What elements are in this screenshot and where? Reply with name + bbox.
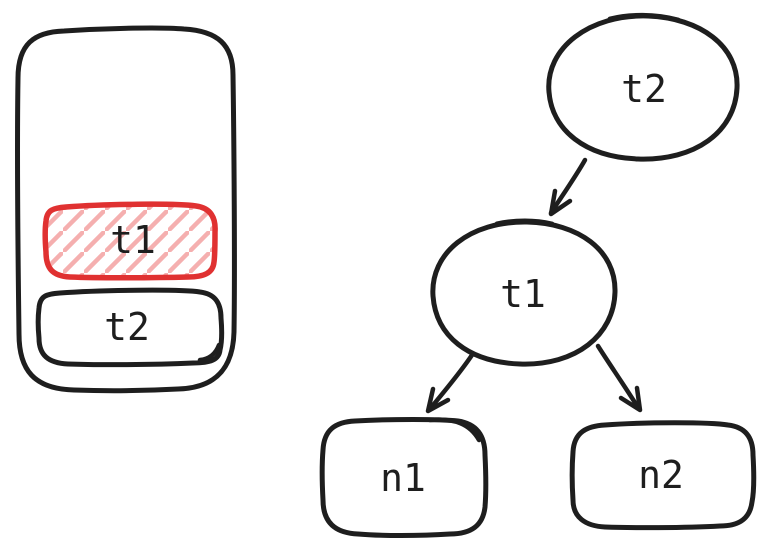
tree-node-t1-label: t1 [500, 272, 546, 316]
edge-t1-to-n2-arrowhead [618, 385, 643, 413]
stack-item-t2-label: t2 [104, 305, 150, 349]
stack-item-t1-box [42, 201, 218, 281]
edge-t1-to-n1-shaft [426, 352, 475, 413]
edge-t2-to-t1 [548, 157, 588, 217]
edge-t1-to-n1-arrowhead [425, 386, 451, 414]
stack-item-t2-box [35, 287, 225, 368]
stack-item-t2: t2 [35, 287, 225, 368]
tree-node-n2-label: n2 [638, 453, 684, 497]
tree-node-n2: n2 [569, 420, 757, 531]
tree-node-n1-label: n1 [380, 456, 426, 500]
tree-node-t2-ellipse [546, 13, 740, 162]
edge-t1-to-n2-shaft [595, 343, 642, 412]
stack-container-outline [15, 25, 237, 394]
tree-node-t1-ellipse [430, 219, 618, 367]
stack-item-t2-overdraw [197, 342, 222, 363]
stack-panel: t1 t2 [15, 25, 237, 394]
edge-t1-to-n2 [595, 343, 643, 413]
tree-node-t2-label: t2 [621, 67, 667, 111]
stack-item-t1: t1 [42, 201, 218, 281]
edge-t2-to-t1-arrowhead [548, 188, 573, 217]
tree-node-n1-overdraw [427, 417, 482, 443]
tree-node-n1: n1 [319, 417, 489, 538]
tree-node-t1: t1 [430, 218, 618, 367]
tree-node-t2: t2 [546, 12, 740, 162]
edge-t1-to-n1 [425, 352, 475, 414]
tree-node-t1-overdraw [494, 218, 555, 227]
tree-node-n2-box [569, 420, 757, 531]
tree-node-t2-overdraw [607, 12, 681, 23]
stack-item-t1-label: t1 [110, 218, 156, 262]
tree-panel: t2 t1 n1 [319, 12, 757, 538]
